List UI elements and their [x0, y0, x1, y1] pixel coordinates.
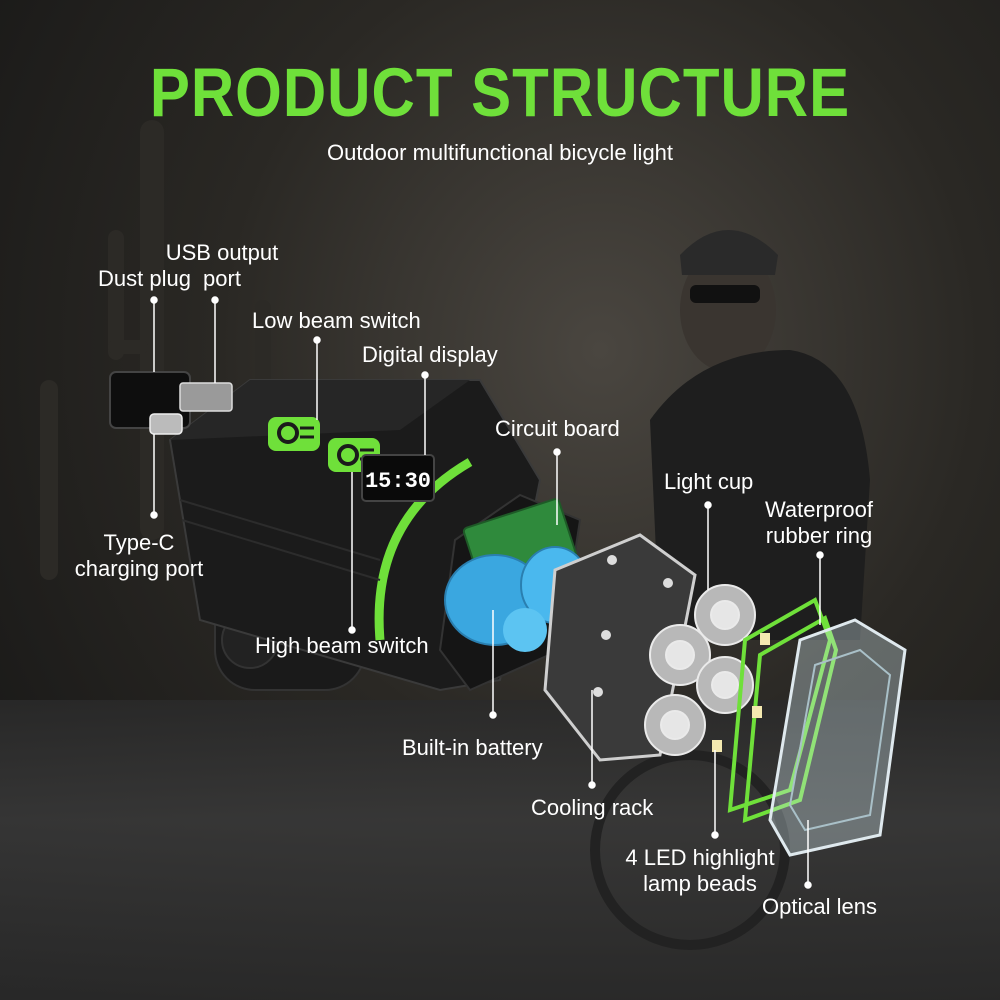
callout-lines — [150, 296, 824, 889]
usb-port-part — [179, 382, 233, 412]
display-time: 15:30 — [365, 469, 431, 494]
label-dust-plug: Dust plug — [98, 266, 191, 291]
label-cooling-rack: Cooling rack — [531, 795, 654, 820]
optical-lens-part — [768, 618, 907, 857]
label-type-c-line2: charging port — [74, 556, 204, 581]
light-cups-part — [644, 584, 756, 756]
label-waterproof-rubber-ring: Waterproof rubber ring — [758, 497, 880, 549]
page-title: PRODUCT STRUCTURE — [149, 53, 851, 132]
label-usb-output-port-line1: USB output — [165, 240, 279, 265]
led-beads-part — [712, 633, 770, 752]
digital-display-part — [361, 454, 435, 502]
label-light-cup: Light cup — [664, 469, 754, 494]
cyclist-silhouette — [590, 230, 870, 950]
internal-components — [438, 493, 590, 692]
page-subtitle: Outdoor multifunctional bicycle light — [326, 140, 674, 165]
road-background — [0, 700, 1000, 1000]
label-led-beads-line1: 4 LED highlight — [625, 845, 775, 870]
control-panel: 15:30 — [268, 417, 435, 502]
label-high-beam-switch: High beam switch — [255, 633, 429, 658]
label-circuit-board: Circuit board — [495, 416, 620, 441]
label-low-beam-switch: Low beam switch — [252, 308, 421, 333]
waterproof-ring-part — [727, 597, 839, 823]
label-digital-display: Digital display — [362, 342, 498, 367]
label-built-in-battery: Built-in battery — [402, 735, 543, 760]
port-components — [109, 371, 233, 435]
low-beam-switch-part — [268, 417, 320, 451]
label-led-beads-line2: lamp beads — [643, 871, 757, 896]
label-optical-lens: Optical lens — [762, 894, 877, 919]
label-type-c-line1: Type-C — [103, 530, 175, 555]
label-led-lamp-beads: 4 LED highlight lamp beads — [620, 845, 780, 897]
label-waterproof-ring-line1: Waterproof — [764, 497, 873, 522]
label-usb-output-port-line2: port — [203, 266, 241, 291]
label-type-c-charging-port: Type-C charging port — [68, 530, 210, 582]
label-usb-output-port: USB output port — [162, 240, 282, 292]
label-waterproof-ring-line2: rubber ring — [765, 523, 873, 548]
type-c-port-part — [149, 413, 183, 435]
